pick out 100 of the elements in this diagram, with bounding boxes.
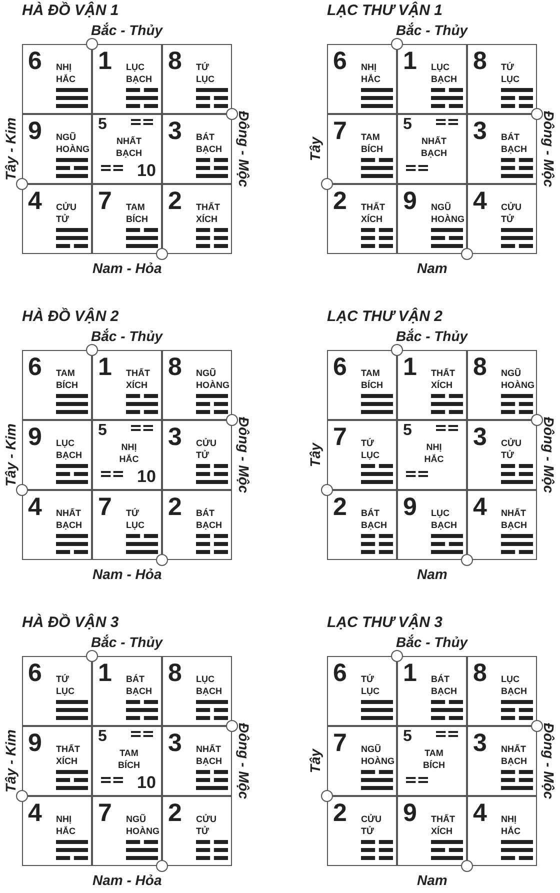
grid-cell: [92, 656, 162, 726]
direction-label: Bắc - Thủy: [396, 634, 468, 650]
star-name: CỬU TỬ: [361, 813, 382, 837]
star-name: NHỊ HẮC: [501, 813, 522, 837]
grid-cell: [397, 420, 467, 490]
star-name: TAM BÍCH: [126, 201, 149, 225]
cell-number: 4: [473, 799, 487, 827]
grid-cell: [467, 726, 537, 796]
cell-number: 2: [333, 493, 347, 521]
star-name: TAM BÍCH: [117, 747, 141, 771]
direction-label: Tây: [307, 748, 324, 774]
cell-number: 5: [403, 116, 412, 134]
grid-title: HÀ ĐỒ VẬN 2: [22, 308, 119, 325]
grid-cell: [397, 350, 467, 420]
star-name: CỬU TỬ: [196, 437, 218, 461]
cell-number: 8: [168, 659, 182, 687]
grid-cell: [22, 420, 92, 490]
star-name: LỤC BẠCH: [501, 673, 528, 697]
grid-cell: [92, 420, 162, 490]
grid-cell: [22, 114, 92, 184]
grid-cell: [327, 114, 397, 184]
star-name: NGŨ HOÀNG: [126, 813, 160, 837]
star-name: LỤC BẠCH: [431, 61, 458, 85]
direction-label: Bắc - Thủy: [91, 634, 163, 650]
cell-number: 5: [98, 116, 107, 134]
star-name: THẤT XÍCH: [431, 813, 456, 837]
cell-number: 5: [403, 728, 412, 746]
grid-title: HÀ ĐỒ VẬN 1: [22, 2, 119, 19]
grid-cell: [92, 490, 162, 560]
star-name: BÁT BẠCH: [361, 507, 388, 531]
star-name: LỤC BẠCH: [196, 673, 223, 697]
cell-number: 1: [403, 47, 417, 75]
star-name: NHỊ HẮC: [56, 61, 76, 85]
grid-cell: [397, 184, 467, 254]
grid-cell: [397, 490, 467, 560]
grid-cell: [467, 114, 537, 184]
cell-number: 9: [403, 493, 417, 521]
grid-title: LẠC THƯ VẬN 1: [327, 2, 442, 19]
cell-number: 6: [28, 659, 42, 687]
direction-label: Bắc - Thủy: [396, 328, 468, 344]
star-name: NGŨ HOÀNG: [361, 743, 396, 767]
cell-number: 3: [168, 729, 182, 757]
cell-number: 8: [168, 353, 182, 381]
star-name: CỬU TỬ: [501, 201, 522, 225]
grid-cell: [397, 656, 467, 726]
direction-label: Tây - Kim: [2, 118, 18, 180]
grid-cell: [467, 420, 537, 490]
direction-label: Đông - Mộc: [236, 110, 252, 188]
direction-label: Tây: [307, 136, 324, 162]
grid-cell: [467, 350, 537, 420]
cell-number: 8: [473, 353, 487, 381]
cell-number: 1: [98, 353, 112, 381]
grid-cell: [92, 796, 162, 866]
star-name: TAM BÍCH: [361, 131, 384, 155]
cell-number: 3: [168, 423, 182, 451]
grid-cell: [92, 184, 162, 254]
star-name: TỨ LỤC: [501, 61, 520, 85]
cell-number: 1: [98, 659, 112, 687]
cell-number: 5: [98, 422, 107, 440]
star-name: NHẤT BẠCH: [56, 507, 83, 531]
cell-number: 4: [473, 187, 487, 215]
grid-title: HÀ ĐỒ VẬN 3: [22, 614, 119, 631]
grid-cell: [397, 796, 467, 866]
cell-number: 10: [137, 161, 156, 181]
star-name: NHẤT BẠCH: [196, 743, 223, 767]
direction-label: Nam: [417, 872, 448, 888]
star-name: NHẤT BẠCH: [420, 135, 448, 159]
cell-number: 7: [333, 423, 347, 451]
star-name: NHỊ HẮC: [118, 441, 140, 465]
star-name: LỤC BẠCH: [56, 437, 83, 461]
star-name: THẤT XÍCH: [126, 367, 151, 391]
cell-number: 6: [333, 659, 347, 687]
direction-label: Tây - Kim: [2, 730, 18, 792]
grid-cell: [397, 114, 467, 184]
cell-number: 2: [168, 799, 182, 827]
cell-number: 3: [473, 729, 487, 757]
star-name: NHỊ HẮC: [361, 61, 382, 85]
star-name: BÁT BẠCH: [501, 131, 528, 155]
cell-number: 7: [333, 729, 347, 757]
grid-cell: [327, 726, 397, 796]
star-name: NGŨ HOÀNG: [501, 367, 536, 391]
cell-number: 8: [168, 47, 182, 75]
cell-number: 7: [98, 187, 112, 215]
direction-label: Đông - Mộc: [541, 416, 558, 494]
direction-label: Đông - Mộc: [541, 722, 558, 800]
star-name: BÁT BẠCH: [196, 507, 223, 531]
cell-number: 9: [28, 423, 42, 451]
cell-number: 4: [28, 799, 42, 827]
cell-number: 3: [168, 117, 182, 145]
cell-number: 10: [137, 467, 156, 487]
cell-number: 9: [28, 729, 42, 757]
grid-title: LẠC THƯ VẬN 3: [327, 614, 442, 631]
cell-number: 8: [473, 659, 487, 687]
grid-cell: [162, 350, 232, 420]
cell-number: 7: [98, 493, 112, 521]
star-name: NGŨ HOÀNG: [431, 201, 466, 225]
grid-cell: [397, 44, 467, 114]
cell-number: 9: [28, 117, 42, 145]
star-name: NGŨ HOÀNG: [196, 367, 230, 391]
cell-number: 6: [333, 353, 347, 381]
